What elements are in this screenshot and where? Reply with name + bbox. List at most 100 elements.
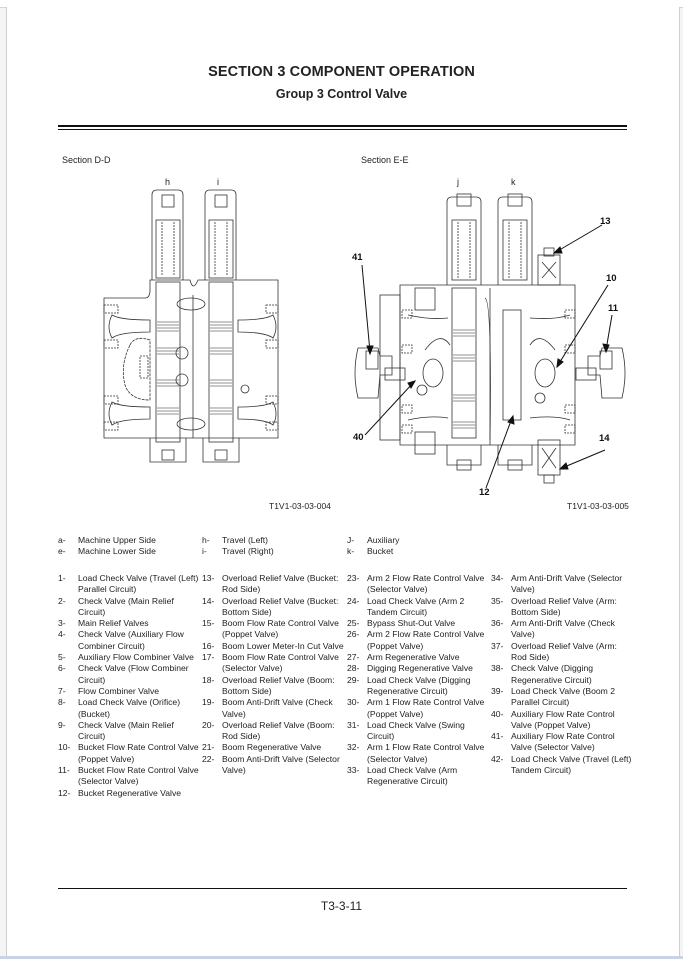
parts-list-item: 33- Load Check Valve (Arm Regenerative Ci…: [347, 765, 489, 788]
part-number: 33-: [347, 765, 360, 776]
parts-list-col-2: 13-Overload Relief Valve (Bucket: Rod Si…: [202, 573, 344, 776]
part-number: 20-: [202, 719, 215, 730]
legend-key: i-: [202, 546, 207, 556]
part-description: Arm 2 Flow Rate Control Valve (Selector …: [367, 573, 485, 595]
part-number: 17-: [202, 652, 215, 663]
parts-list-col-3: 23-Arm 2 Flow Rate Control Valve (Select…: [347, 573, 489, 788]
legend-text: Travel (Left): [222, 535, 269, 545]
section-e-e-diagram: j k: [354, 177, 626, 489]
legend-text: Machine Upper Side: [78, 535, 156, 545]
parts-list-item: 12-Bucket Regenerative Valve: [58, 788, 200, 799]
arrowhead-10: [556, 358, 564, 369]
part-description: Overload Relief Valve (Bucket: Rod Side): [222, 573, 339, 595]
part-description: Auxiliary Flow Rate Control Valve (Selec…: [511, 731, 615, 753]
parts-list-item: 21-Boom Regenerative Valve: [202, 742, 344, 753]
spool-label-i: i: [217, 177, 219, 187]
parts-list-item: 26-Arm 2 Flow Rate Control Valve (Poppet…: [347, 629, 489, 652]
part-description: Boom Flow Rate Control Valve (Poppet Val…: [222, 618, 339, 640]
parts-list-item: 6-Check Valve (Flow Combiner Circuit): [58, 663, 200, 686]
callout-11: 11: [608, 303, 619, 314]
legend-text: Bucket: [367, 546, 394, 556]
part-description: Bypass Shut-Out Valve: [367, 618, 456, 629]
callout-41: 41: [352, 252, 363, 263]
part-description: Main Relief Valves: [78, 618, 149, 629]
parts-list-item: 40-Auxiliary Flow Rate Control Valve (Po…: [491, 709, 633, 732]
legend-letter-item: h-Travel (Left): [202, 535, 274, 546]
parts-list-item: 34-Arm Anti-Drift Valve (Selector Valve): [491, 573, 633, 596]
part-description: Auxiliary Flow Rate Control Valve (Poppe…: [511, 708, 615, 730]
part-number: 29-: [347, 674, 360, 685]
part-number: 14-: [202, 595, 215, 606]
parts-list-item: 32-Arm 1 Flow Rate Control Valve (Select…: [347, 742, 489, 765]
parts-list-item: 14-Overload Relief Valve (Bucket: Bottom…: [202, 596, 344, 619]
part-number: 15-: [202, 618, 215, 629]
part-description: Arm Anti-Drift Valve (Check Valve): [511, 618, 615, 640]
section-d-d-diagram: h i: [103, 177, 279, 463]
part-number: 18-: [202, 674, 215, 685]
parts-list-item: 20-Overload Relief Valve (Boom: Rod Side…: [202, 720, 344, 743]
part-description: Load Check Valve (Boom 2 Parallel Circui…: [511, 685, 615, 708]
arrowhead-14: [558, 462, 569, 470]
parts-list-col-4: 34-Arm Anti-Drift Valve (Selector Valve)…: [491, 573, 633, 776]
legend-letter-item: a-Machine Upper Side: [58, 535, 156, 546]
part-number: 25-: [347, 618, 360, 629]
part-description: Load Check Valve (Arm Regenerative Circu…: [367, 765, 458, 787]
part-description: Load Check Valve (Swing Circuit): [367, 719, 465, 742]
spool-label-k: k: [511, 177, 516, 187]
parts-list-item: 3-Main Relief Valves: [58, 618, 200, 629]
part-number: 28-: [347, 663, 360, 674]
footer-rule: [58, 888, 627, 889]
parts-list-item: 28-Digging Regenerative Valve: [347, 663, 489, 674]
leader-13: [555, 224, 603, 253]
header-rule-thin: [58, 129, 627, 130]
legend-letter-item: e-Machine Lower Side: [58, 546, 156, 557]
callout-40: 40: [353, 432, 364, 443]
parts-list-item: 11-Bucket Flow Rate Control Valve (Selec…: [58, 765, 200, 788]
part-number: 11-: [58, 765, 70, 776]
part-number: 22-: [202, 753, 215, 764]
parts-list-item: 18-Overload Relief Valve (Boom: Bottom S…: [202, 675, 344, 698]
part-description: Load Check Valve (Orifice) (Bucket): [78, 697, 181, 719]
parts-list-item: 30-Arm 1 Flow Rate Control Valve (Poppet…: [347, 697, 489, 720]
parts-list-item: 9-Check Valve (Main Relief Circuit): [58, 720, 200, 743]
parts-list-item: 31-Load Check Valve (Swing Circuit): [347, 720, 489, 743]
part-number: 2-: [58, 595, 66, 606]
part-number: 1-: [58, 573, 66, 583]
parts-list-item: 22-Boom Anti-Drift Valve (Selector Valve…: [202, 754, 344, 777]
parts-list-item: 35-Overload Relief Valve (Arm: Bottom Si…: [491, 596, 633, 619]
parts-list-item: 37-Overload Relief Valve (Arm: Rod Side): [491, 641, 633, 664]
parts-list-item: 25- Bypass Shut-Out Valve: [347, 618, 489, 629]
parts-list-item: 17-Boom Flow Rate Control Valve (Selecto…: [202, 652, 344, 675]
spool-label-h: h: [165, 177, 170, 187]
part-number: 34-: [491, 573, 504, 583]
parts-list-item: 7-Flow Combiner Valve: [58, 686, 200, 697]
parts-list-item: 4-Check Valve (Auxiliary Flow Combiner C…: [58, 629, 200, 652]
figure-id-right: T1V1-03-03-005: [567, 501, 629, 511]
part-description: Load Check Valve (Arm 2 Tandem Circuit): [367, 595, 465, 617]
part-number: 42-: [491, 753, 504, 764]
parts-list-item: 42-Load Check Valve (Travel (Left) Tande…: [491, 754, 633, 777]
part-description: Boom Regenerative Valve: [222, 742, 322, 753]
arrowhead-11: [602, 343, 610, 354]
part-description: Overload Relief Valve (Arm: Bottom Side): [511, 595, 617, 617]
parts-list-item: 36-Arm Anti-Drift Valve (Check Valve): [491, 618, 633, 641]
parts-list-item: 10- Bucket Flow Rate Control Valve (Poppe…: [58, 742, 200, 765]
legend-text: Travel (Right): [222, 546, 274, 556]
parts-list-item: 29-Load Check Valve (Digging Regenerativ…: [347, 675, 489, 698]
part-description: Bucket Flow Rate Control Valve (Poppet V…: [78, 742, 199, 764]
callout-12: 12: [479, 487, 490, 498]
part-description: Boom Anti-Drift Valve (Check Valve): [222, 697, 333, 719]
legend-letters-col-1: a-Machine Upper Side e-Machine Lower Sid…: [58, 535, 156, 557]
part-number: 10-: [58, 742, 71, 753]
part-description: Arm 1 Flow Rate Control Valve (Poppet Va…: [367, 697, 485, 719]
part-number: 4-: [58, 629, 66, 640]
callout-13: 13: [600, 216, 611, 227]
section-d-d-label: Section D-D: [62, 155, 111, 165]
legend-letter-item: i- Travel (Right): [202, 546, 274, 557]
parts-list-item: 23-Arm 2 Flow Rate Control Valve (Select…: [347, 573, 489, 596]
page-number: T3-3-11: [320, 899, 363, 913]
leader-10: [557, 284, 609, 366]
part-number: 37-: [491, 640, 504, 651]
document-page: [6, 7, 680, 956]
legend-text: Auxiliary: [367, 535, 400, 545]
